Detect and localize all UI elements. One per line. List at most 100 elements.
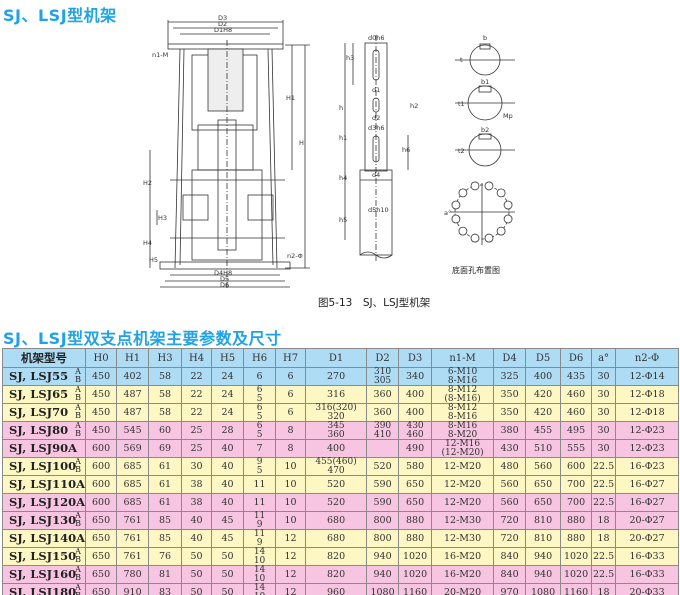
cell-line: 8-M16 <box>447 411 478 422</box>
cell-line: 6-M10 <box>447 367 478 377</box>
cell-h6: 6 <box>243 367 277 386</box>
label-d3: D3 <box>218 14 227 22</box>
cell-h3: 61 <box>148 475 183 494</box>
bolt-hole <box>503 214 513 224</box>
column-header: D3 <box>398 348 433 368</box>
cell-d1: 960 <box>305 583 368 595</box>
cell-h5: 24 <box>211 367 245 386</box>
cell-line: 9 <box>256 537 263 548</box>
cell-h3: 76 <box>148 547 183 566</box>
variant-a: A <box>75 367 81 376</box>
cell-h5: 45 <box>211 529 245 548</box>
cell-d1: 680 <box>305 511 368 530</box>
cell-a-: 18 <box>591 529 617 548</box>
label-h-shaft: h <box>339 104 343 112</box>
cell-d6: 880 <box>560 511 593 530</box>
label-h2-shaft: h2 <box>410 102 418 110</box>
cell-d6: 700 <box>560 493 593 512</box>
cell-h5: 50 <box>211 583 245 595</box>
variant-b: B <box>75 591 81 595</box>
cell-h5: 50 <box>211 547 245 566</box>
bolt-hole <box>458 188 468 198</box>
cell-a-: 30 <box>591 421 617 440</box>
cell-d5: 810 <box>525 529 562 548</box>
cell-line: 316(320) <box>315 403 357 413</box>
cell-h4: 50 <box>181 547 213 566</box>
variant-a: A <box>75 583 81 592</box>
cell-d1: 520 <box>305 493 368 512</box>
cell-h4: 38 <box>181 475 213 494</box>
cell-n1-m: 12-M16(12-M20) <box>431 439 495 458</box>
model-cell: SJ, LSJ180AB <box>1 583 87 595</box>
cell-line: 9 <box>256 519 263 530</box>
cell-d5: 940 <box>525 547 562 566</box>
cell-n1-m: 12-M30 <box>431 511 495 530</box>
shaft-drawing <box>344 35 409 262</box>
cell-h4: 50 <box>181 565 213 584</box>
cell-d4: 970 <box>493 583 527 595</box>
label-h1: H1 <box>286 94 295 102</box>
model-name: SJ, LSJ55 <box>9 369 69 383</box>
cell-line: 14 <box>253 565 266 575</box>
label-t: t <box>460 56 463 64</box>
cell-line: 5 <box>256 465 263 476</box>
cell-h5: 40 <box>211 475 245 494</box>
label-b2: b2 <box>481 126 489 134</box>
cell-h7: 10 <box>275 457 307 476</box>
cell-h0: 450 <box>85 367 118 386</box>
cell-n2-: 16-Φ33 <box>615 547 679 566</box>
cell-a-: 30 <box>591 385 617 404</box>
cell-d3: 1020 <box>398 565 433 584</box>
cell-d1: 520 <box>305 475 368 494</box>
cell-line: 9 <box>256 457 263 467</box>
label-d6: D6 <box>220 281 229 289</box>
cell-h4: 22 <box>181 403 213 422</box>
cell-h0: 650 <box>85 565 118 584</box>
cell-h6: 11 <box>243 493 277 512</box>
cell-d3: 1020 <box>398 547 433 566</box>
cell-h5: 24 <box>211 385 245 404</box>
cell-d6: 1160 <box>560 583 593 595</box>
table-row: SJ, LSJ180AB6509108350501410129601080116… <box>1 583 679 595</box>
cell-h1: 685 <box>116 493 150 512</box>
column-header: H7 <box>275 348 307 368</box>
cell-h7: 10 <box>275 493 307 512</box>
cell-a-: 22.5 <box>591 565 617 584</box>
model-name: SJ, LSJ150 <box>9 549 77 563</box>
cell-d6: 495 <box>560 421 593 440</box>
bolt-hole <box>451 214 461 224</box>
cell-a-: 18 <box>591 511 617 530</box>
cell-h5: 24 <box>211 403 245 422</box>
cell-d1: 270 <box>305 367 368 386</box>
cell-h7: 12 <box>275 529 307 548</box>
cell-d5: 940 <box>525 565 562 584</box>
cell-line: 320 <box>327 411 345 422</box>
cell-d2: 590 <box>366 493 400 512</box>
model-cell: SJ, LSJ90A <box>1 439 87 458</box>
model-name: SJ, LSJ120A <box>9 495 86 509</box>
model-cell: SJ, LSJ120A <box>1 493 87 512</box>
label-mp: Mp <box>503 112 513 120</box>
cell-h1: 685 <box>116 457 150 476</box>
cell-d4: 840 <box>493 565 527 584</box>
cell-line: 410 <box>373 429 392 440</box>
label-d3h6: d3h6 <box>368 124 385 132</box>
cell-h3: 85 <box>148 511 183 530</box>
column-header: n1-M <box>431 348 495 368</box>
cell-d3: 400 <box>398 385 433 404</box>
cell-h1: 761 <box>116 529 150 548</box>
label-angle: a° <box>444 209 451 217</box>
model-name: SJ, LSJ180 <box>9 585 77 595</box>
model-cell: SJ, LSJ110A <box>1 475 87 494</box>
